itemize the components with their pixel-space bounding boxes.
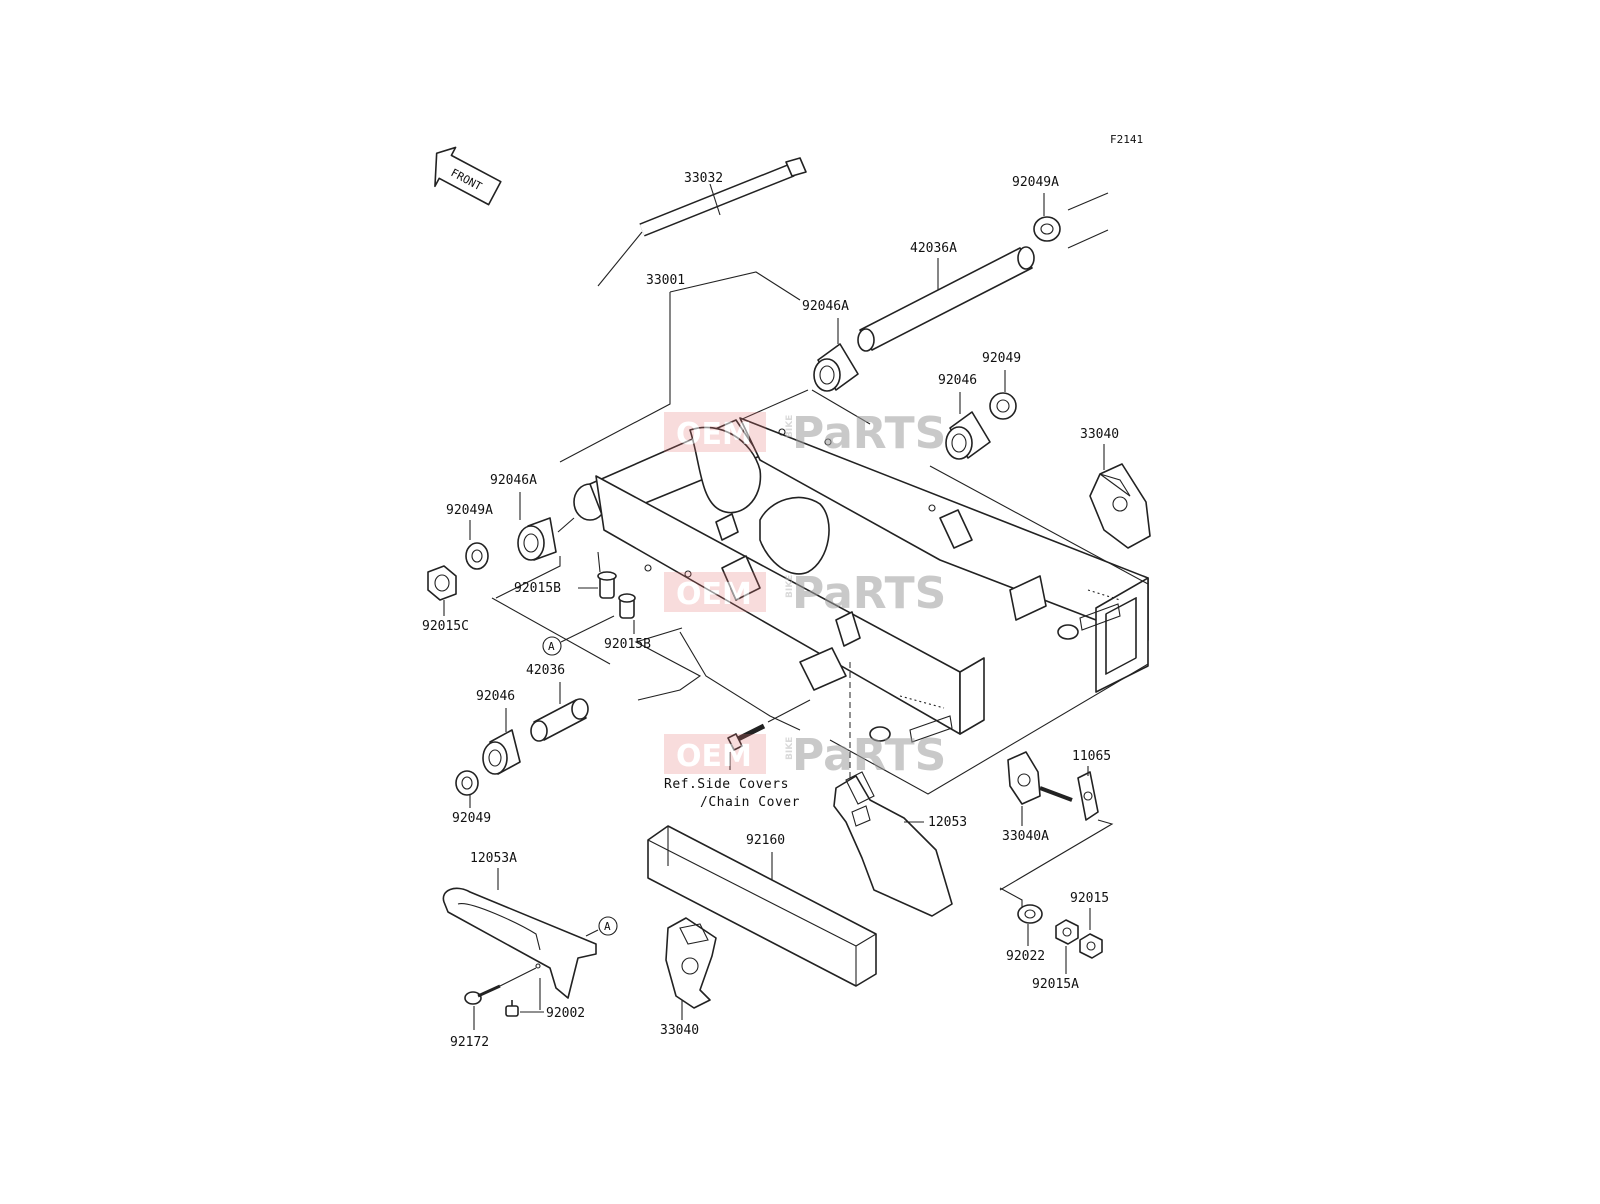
label-11065: 11065 <box>1072 749 1111 764</box>
washer-92049-top[interactable] <box>989 392 1017 420</box>
callout-a-bottom-letter: A <box>604 920 611 933</box>
washer-92049A-left[interactable] <box>465 542 489 570</box>
svg-text:PaRTS: PaRTS <box>792 730 946 781</box>
label-92015C: 92015C <box>422 619 469 634</box>
label-92015: 92015 <box>1070 891 1109 906</box>
chain-slipper-92160[interactable] <box>647 825 877 987</box>
screw-92172[interactable] <box>464 984 501 1005</box>
swingarm-pivot-shaft[interactable] <box>597 157 807 287</box>
svg-text:OEM: OEM <box>676 417 752 452</box>
svg-text:BIKE: BIKE <box>785 575 795 598</box>
adjuster-block-11065[interactable] <box>1077 771 1099 821</box>
label-92049-left: 92049 <box>452 811 491 826</box>
screw-92002[interactable] <box>505 1000 519 1017</box>
callout-a-bottom <box>598 916 618 936</box>
label-42036: 42036 <box>526 663 565 678</box>
svg-text:BIKE: BIKE <box>785 415 795 438</box>
label-92015B-b: 92015B <box>604 637 651 652</box>
callout-a-top <box>542 636 562 656</box>
front-arrow-icon: FRONT <box>434 146 502 206</box>
label-33040A: 33040A <box>1002 829 1049 844</box>
label-92046A-top: 92046A <box>802 299 849 314</box>
chain-adjuster-33040A[interactable] <box>1007 751 1041 805</box>
side-cover-bolt-icon[interactable] <box>727 723 766 751</box>
svg-text:OEM: OEM <box>676 577 752 612</box>
sleeve-92015B-b[interactable] <box>618 593 636 619</box>
label-92049-top: 92049 <box>982 351 1021 366</box>
chain-guide-12053A[interactable] <box>442 887 597 999</box>
chain-adjuster-plate-33040-top[interactable] <box>1089 463 1151 549</box>
collar-42036A[interactable] <box>857 246 1035 352</box>
label-12053A: 12053A <box>470 851 517 866</box>
needle-bearing-92046-top[interactable] <box>945 411 991 460</box>
needle-bearing-92046A-left[interactable] <box>517 517 557 561</box>
label-33001: 33001 <box>646 273 685 288</box>
svg-text:PaRTS: PaRTS <box>792 408 946 459</box>
watermark-oembikeparts-3: OEM BIKE PaRTS <box>664 730 946 781</box>
label-92022: 92022 <box>1006 949 1045 964</box>
label-92046-top: 92046 <box>938 373 977 388</box>
washer-92022[interactable] <box>1017 904 1043 924</box>
washer-92049-left[interactable] <box>455 770 479 796</box>
swingarm-33001[interactable] <box>573 417 1149 743</box>
figure-code: F2141 <box>1110 133 1143 146</box>
washer-92049A-top[interactable] <box>1033 216 1061 242</box>
watermark-oembikeparts-1: OEM BIKE PaRTS <box>664 408 946 459</box>
chain-guide-12053[interactable] <box>833 771 953 917</box>
label-33040-top: 33040 <box>1080 427 1119 442</box>
collar-42036[interactable] <box>530 698 589 742</box>
sleeve-92015B-a[interactable] <box>597 571 617 599</box>
ref-note-line2: /Chain Cover <box>700 795 800 810</box>
callout-a-top-letter: A <box>548 640 555 653</box>
watermark-oembikeparts-2: OEM BIKE PaRTS <box>664 568 946 619</box>
needle-bearing-92046-left[interactable] <box>482 729 521 775</box>
label-92015B-a: 92015B <box>514 581 561 596</box>
ref-note-line1: Ref.Side Covers <box>664 777 789 792</box>
svg-text:BIKE: BIKE <box>785 737 795 760</box>
label-33032: 33032 <box>684 171 723 186</box>
pivot-nut-92015C[interactable] <box>427 565 457 601</box>
label-12053: 12053 <box>928 815 967 830</box>
nut-92015A[interactable] <box>1055 919 1079 945</box>
nut-92015[interactable] <box>1079 933 1103 959</box>
svg-text:OEM: OEM <box>676 739 752 774</box>
svg-text:PaRTS: PaRTS <box>792 568 946 619</box>
label-92160: 92160 <box>746 833 785 848</box>
label-92046A-left: 92046A <box>490 473 537 488</box>
label-92049A-left: 92049A <box>446 503 493 518</box>
chain-adjuster-plate-33040-bottom[interactable] <box>665 917 717 1009</box>
label-92002: 92002 <box>546 1006 585 1021</box>
label-92172: 92172 <box>450 1035 489 1050</box>
label-92049A-top: 92049A <box>1012 175 1059 190</box>
label-92046-left: 92046 <box>476 689 515 704</box>
needle-bearing-92046A-top[interactable] <box>813 343 859 392</box>
label-33040-bottom: 33040 <box>660 1023 699 1038</box>
label-42036A: 42036A <box>910 241 957 256</box>
label-92015A: 92015A <box>1032 977 1079 992</box>
